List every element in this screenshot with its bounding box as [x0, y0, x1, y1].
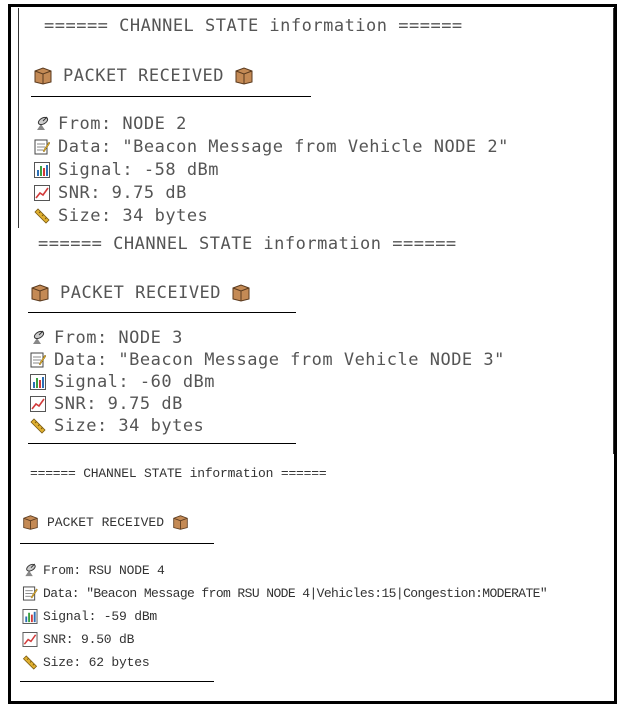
- divider: [28, 443, 296, 444]
- packet-received-label: PACKET RECEIVED: [63, 66, 225, 86]
- signal-text: Signal: -59 dBm: [43, 609, 158, 624]
- signal-text: Signal: -60 dBm: [54, 372, 216, 392]
- signal-field: Signal: -60 dBm: [30, 372, 215, 392]
- size-text: Size: 34 bytes: [54, 416, 205, 436]
- channel-state-title: ====== CHANNEL STATE information ======: [38, 234, 457, 254]
- bar-chart-icon: [22, 609, 38, 624]
- bar-chart-icon: [30, 374, 46, 390]
- channel-state-title: ====== CHANNEL STATE information ======: [30, 466, 327, 481]
- snr-text: SNR: 9.75 dB: [54, 394, 183, 414]
- package-icon: [232, 284, 250, 302]
- bar-chart-icon: [34, 162, 50, 178]
- divider: [20, 681, 214, 682]
- signal-text: Signal: -58 dBm: [58, 160, 220, 180]
- line-chart-icon: [34, 185, 50, 201]
- packet-received-label: PACKET RECEIVED: [60, 283, 222, 303]
- panel-edge: [18, 8, 19, 228]
- data-field: Data: "Beacon Message from RSU NODE 4|Ve…: [22, 586, 548, 601]
- ruler-icon: [30, 418, 46, 434]
- divider: [31, 96, 311, 97]
- satellite-antenna-icon: [25, 563, 36, 577]
- snr-text: SNR: 9.50 dB: [43, 632, 135, 647]
- size-text: Size: 34 bytes: [58, 206, 209, 226]
- data-text: Data: "Beacon Message from Vehicle NODE …: [54, 350, 505, 370]
- size-field: Size: 34 bytes: [30, 416, 204, 436]
- divider: [20, 543, 214, 544]
- screenshot-frame: [8, 4, 617, 704]
- memo-icon: [34, 139, 50, 155]
- packet-received-label: PACKET RECEIVED: [47, 515, 165, 530]
- package-icon: [23, 515, 38, 530]
- satellite-antenna-icon: [37, 116, 49, 130]
- from-text: From: NODE 2: [58, 114, 187, 134]
- packet-received-header: PACKET RECEIVED: [30, 283, 251, 303]
- snr-field: SNR: 9.75 dB: [30, 394, 183, 414]
- ruler-icon: [34, 208, 50, 224]
- signal-field: Signal: -58 dBm: [34, 160, 219, 180]
- snr-text: SNR: 9.75 dB: [58, 183, 187, 203]
- size-field: Size: 62 bytes: [22, 655, 150, 670]
- data-field: Data: "Beacon Message from Vehicle NODE …: [34, 137, 509, 157]
- panel-edge: [613, 8, 614, 454]
- ruler-icon: [22, 655, 38, 670]
- channel-state-title: ====== CHANNEL STATE information ======: [44, 16, 463, 36]
- memo-icon: [22, 586, 38, 601]
- size-field: Size: 34 bytes: [34, 206, 208, 226]
- memo-icon: [30, 352, 46, 368]
- line-chart-icon: [22, 632, 38, 647]
- from-field: From: RSU NODE 4: [22, 563, 165, 578]
- packet-received-header: PACKET RECEIVED: [33, 66, 254, 86]
- from-text: From: RSU NODE 4: [43, 563, 165, 578]
- from-field: From: NODE 3: [30, 328, 183, 348]
- snr-field: SNR: 9.50 dB: [22, 632, 134, 647]
- satellite-antenna-icon: [33, 330, 45, 344]
- packet-received-header: PACKET RECEIVED: [22, 514, 189, 531]
- size-text: Size: 62 bytes: [43, 655, 150, 670]
- data-text: Data: "Beacon Message from RSU NODE 4|Ve…: [43, 586, 548, 601]
- package-icon: [173, 515, 188, 530]
- from-field: From: NODE 2: [34, 114, 187, 134]
- snr-field: SNR: 9.75 dB: [34, 183, 187, 203]
- package-icon: [34, 67, 52, 85]
- line-chart-icon: [30, 396, 46, 412]
- divider: [28, 312, 296, 313]
- signal-field: Signal: -59 dBm: [22, 609, 157, 624]
- package-icon: [235, 67, 253, 85]
- package-icon: [31, 284, 49, 302]
- from-text: From: NODE 3: [54, 328, 183, 348]
- data-field: Data: "Beacon Message from Vehicle NODE …: [30, 350, 505, 370]
- data-text: Data: "Beacon Message from Vehicle NODE …: [58, 137, 509, 157]
